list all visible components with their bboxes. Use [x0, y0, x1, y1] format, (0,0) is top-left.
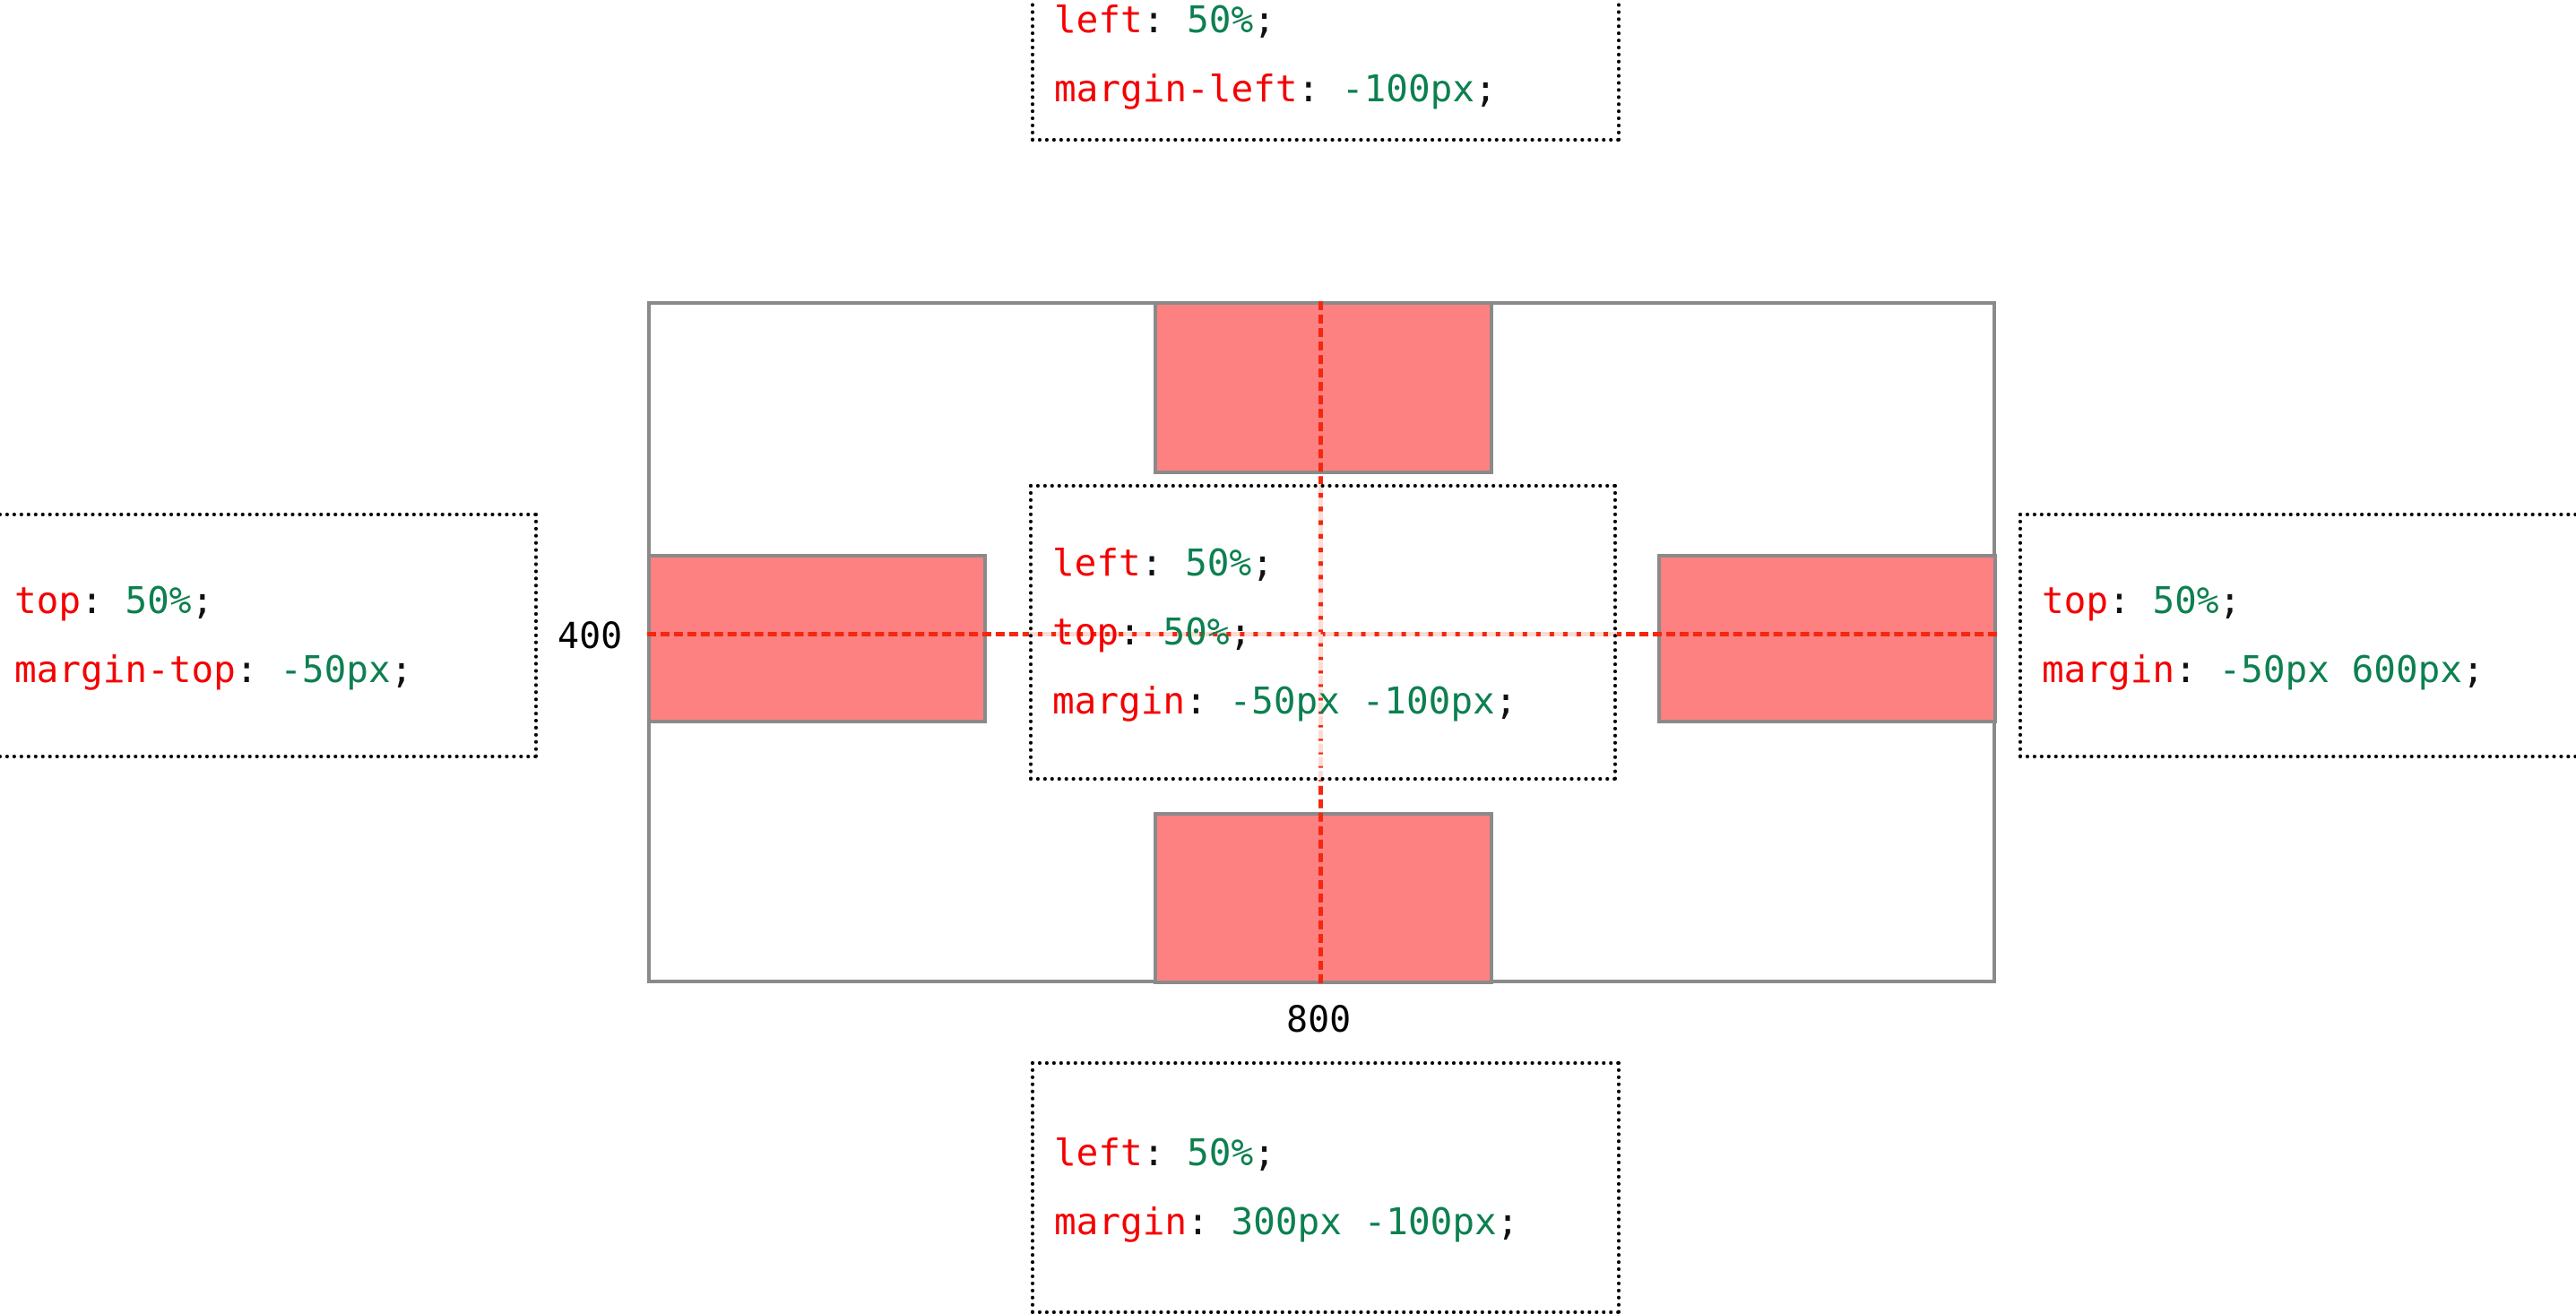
css-colon: : [2174, 648, 2197, 691]
code-line: left: 50%; [1054, 1130, 1597, 1174]
css-value: 50% [1185, 540, 1252, 584]
css-semicolon: ; [1496, 1200, 1519, 1243]
css-value: -100px [1341, 67, 1475, 110]
positioned-box-left [647, 554, 987, 723]
annotation-top: left: 50%; margin-left: -100px; [1031, 0, 1621, 142]
css-value: 50% [1187, 0, 1254, 41]
css-value: 50% [1187, 1130, 1254, 1174]
css-value: -50px [280, 648, 391, 691]
css-colon: : [235, 648, 258, 691]
css-property: margin [1052, 679, 1186, 723]
css-colon: : [1142, 1130, 1165, 1174]
horizontal-center-guide-faded [1029, 632, 1617, 636]
css-colon: : [1185, 679, 1207, 723]
container-height-label: 400 [558, 616, 623, 657]
code-line: margin: -50px 600px; [2042, 648, 2569, 691]
css-value: -50px -100px [1229, 679, 1495, 723]
css-property: margin [2042, 648, 2175, 691]
css-semicolon: ; [2218, 578, 2242, 622]
css-property: margin [1054, 1200, 1188, 1243]
css-value: 300px -100px [1231, 1200, 1497, 1243]
annotation-center: left: 50%; top: 50%; margin: -50px -100p… [1029, 484, 1617, 781]
css-semicolon: ; [1253, 0, 1275, 41]
positioned-box-top [1154, 301, 1493, 474]
annotation-left: top: 50%; margin-top: -50px; [0, 513, 538, 758]
css-semicolon: ; [1229, 609, 1252, 653]
css-property: margin-top [14, 648, 236, 691]
css-property: margin-left [1054, 67, 1298, 110]
css-colon: : [2108, 578, 2131, 622]
code-line: margin-top: -50px; [14, 648, 514, 691]
css-semicolon: ; [1253, 1130, 1275, 1174]
positioned-box-bottom [1154, 812, 1493, 984]
css-semicolon: ; [1494, 679, 1517, 723]
css-value: 50% [2152, 578, 2219, 622]
css-property: top [2042, 578, 2109, 622]
annotation-bottom: left: 50%; margin: 300px -100px; [1031, 1061, 1621, 1314]
css-property: left [1054, 0, 1143, 41]
css-property: top [14, 578, 82, 622]
code-line: margin: 300px -100px; [1054, 1200, 1597, 1243]
css-colon: : [1119, 609, 1141, 653]
css-semicolon: ; [390, 648, 413, 691]
css-property: left [1054, 1130, 1143, 1174]
css-semicolon: ; [191, 578, 214, 622]
css-value: -50px 600px [2218, 648, 2463, 691]
code-line: top: 50%; [1052, 609, 1594, 653]
css-semicolon: ; [2462, 648, 2485, 691]
code-line: top: 50%; [14, 578, 514, 622]
code-line: left: 50%; [1054, 0, 1597, 41]
css-property: left [1052, 540, 1141, 584]
code-line: top: 50%; [2042, 578, 2569, 622]
css-value: 50% [1163, 609, 1230, 653]
code-line: left: 50%; [1052, 540, 1594, 584]
annotation-right: top: 50%; margin: -50px 600px; [2018, 513, 2576, 758]
css-colon: : [1297, 67, 1320, 110]
css-colon: : [1187, 1200, 1209, 1243]
css-colon: : [1140, 540, 1163, 584]
code-line: margin-left: -100px; [1054, 67, 1597, 110]
positioned-box-right [1657, 554, 1997, 723]
container-width-label: 800 [1286, 999, 1352, 1041]
css-semicolon: ; [1474, 67, 1497, 110]
css-colon: : [1142, 0, 1165, 41]
css-semicolon: ; [1251, 540, 1274, 584]
css-colon: : [81, 578, 103, 622]
code-line: margin: -50px -100px; [1052, 679, 1594, 723]
css-property: top [1052, 609, 1119, 653]
css-value: 50% [125, 578, 192, 622]
